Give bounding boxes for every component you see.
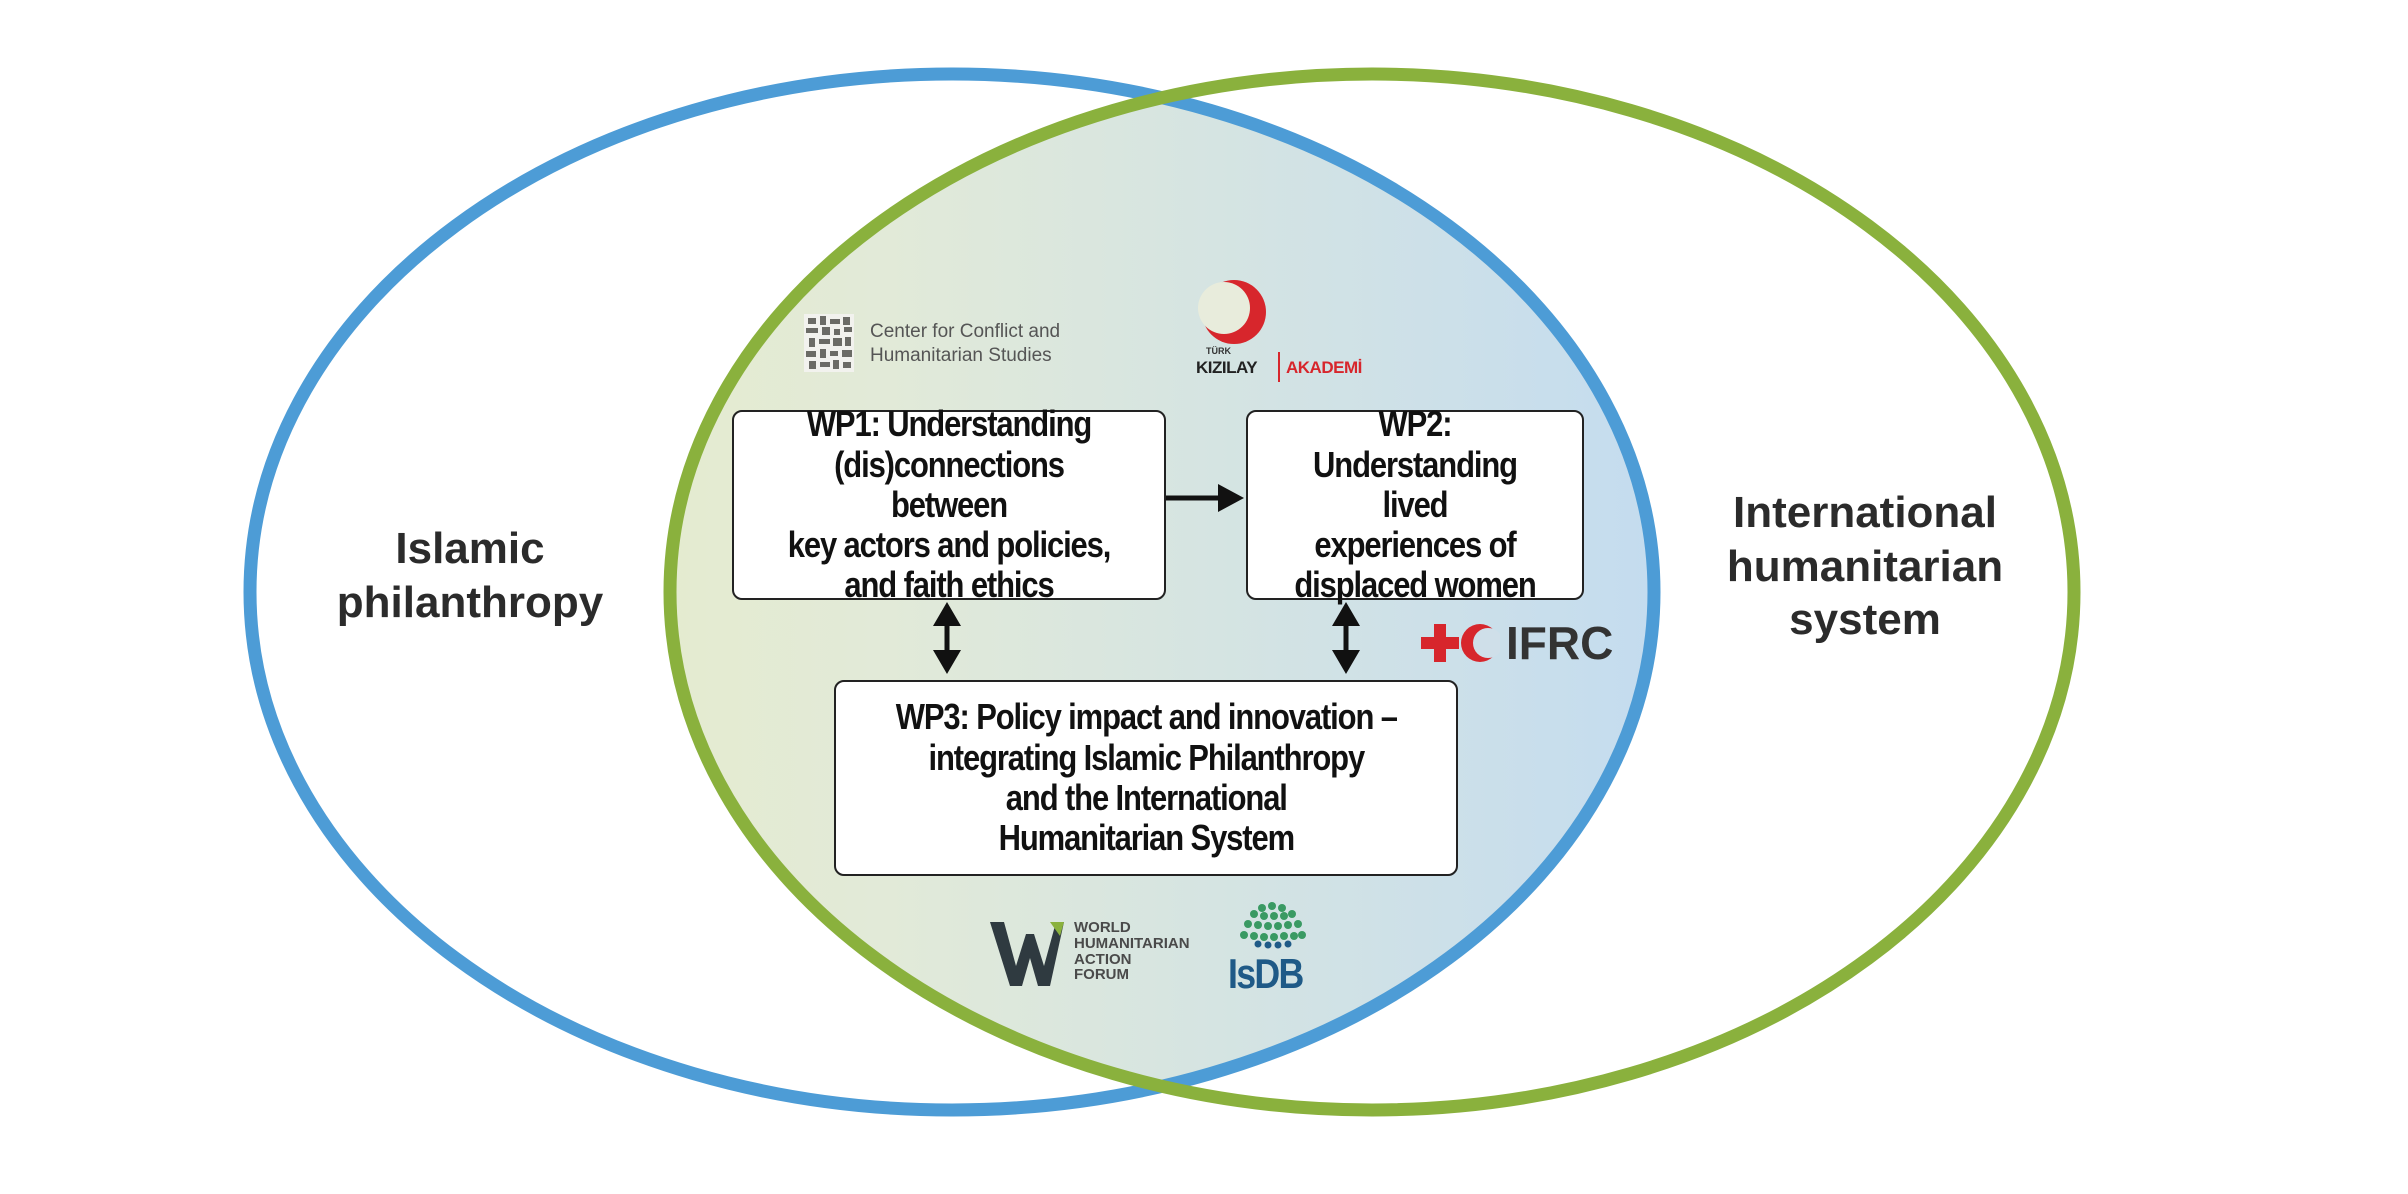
right-circle-label: International humanitarian system <box>1726 488 2004 645</box>
whaf-logo: WORLD HUMANITARIAN ACTION FORUM <box>990 918 1210 988</box>
wp2-text: WP2: Understanding lived experiences of … <box>1294 403 1536 606</box>
cchs-mark-icon <box>804 314 854 372</box>
isdb-globe-icon <box>1240 902 1306 949</box>
wp1-text: WP1: Understanding (dis)connections betw… <box>787 403 1112 606</box>
whaf-text: WORLD HUMANITARIAN ACTION FORUM <box>1074 919 1190 984</box>
cchs-logo-text: Center for Conflict and Humanitarian Stu… <box>870 321 1061 366</box>
arrow-wp1-wp3 <box>933 602 961 674</box>
red-crescent-icon <box>1198 280 1266 344</box>
wp1-box: WP1: Understanding (dis)connections betw… <box>732 404 1166 605</box>
wp3-text: WP3: Policy impact and innovation – inte… <box>895 696 1397 859</box>
wp2-box: WP2: Understanding lived experiences of … <box>1246 404 1584 605</box>
cchs-logo: Center for Conflict and Humanitarian Stu… <box>802 312 1102 374</box>
left-circle <box>243 67 1661 1117</box>
arrow-wp2-wp3 <box>1332 602 1360 674</box>
whaf-w-icon <box>990 922 1064 986</box>
left-circle-label: Islamic philanthropy <box>336 524 604 627</box>
right-circle <box>663 67 2081 1117</box>
ifrc-text: IFRC <box>1506 617 1614 669</box>
cross-crescent-icon <box>1421 624 1500 662</box>
kizilay-name: KIZILAY <box>1196 358 1258 377</box>
kizilay-suffix: AKADEMİ <box>1286 358 1362 377</box>
kizilay-logo: TÜRK KIZILAY AKADEMİ <box>1196 276 1376 386</box>
wp3-box: WP3: Policy impact and innovation – inte… <box>834 680 1458 876</box>
isdb-logo: IsDB <box>1226 900 1326 1004</box>
isdb-text: IsDB <box>1228 950 1304 997</box>
kizilay-small-text: TÜRK <box>1206 346 1231 356</box>
kizilay-divider <box>1278 352 1280 382</box>
arrow-wp1-to-wp2 <box>1166 484 1244 512</box>
ifrc-logo: IFRC <box>1420 616 1640 670</box>
